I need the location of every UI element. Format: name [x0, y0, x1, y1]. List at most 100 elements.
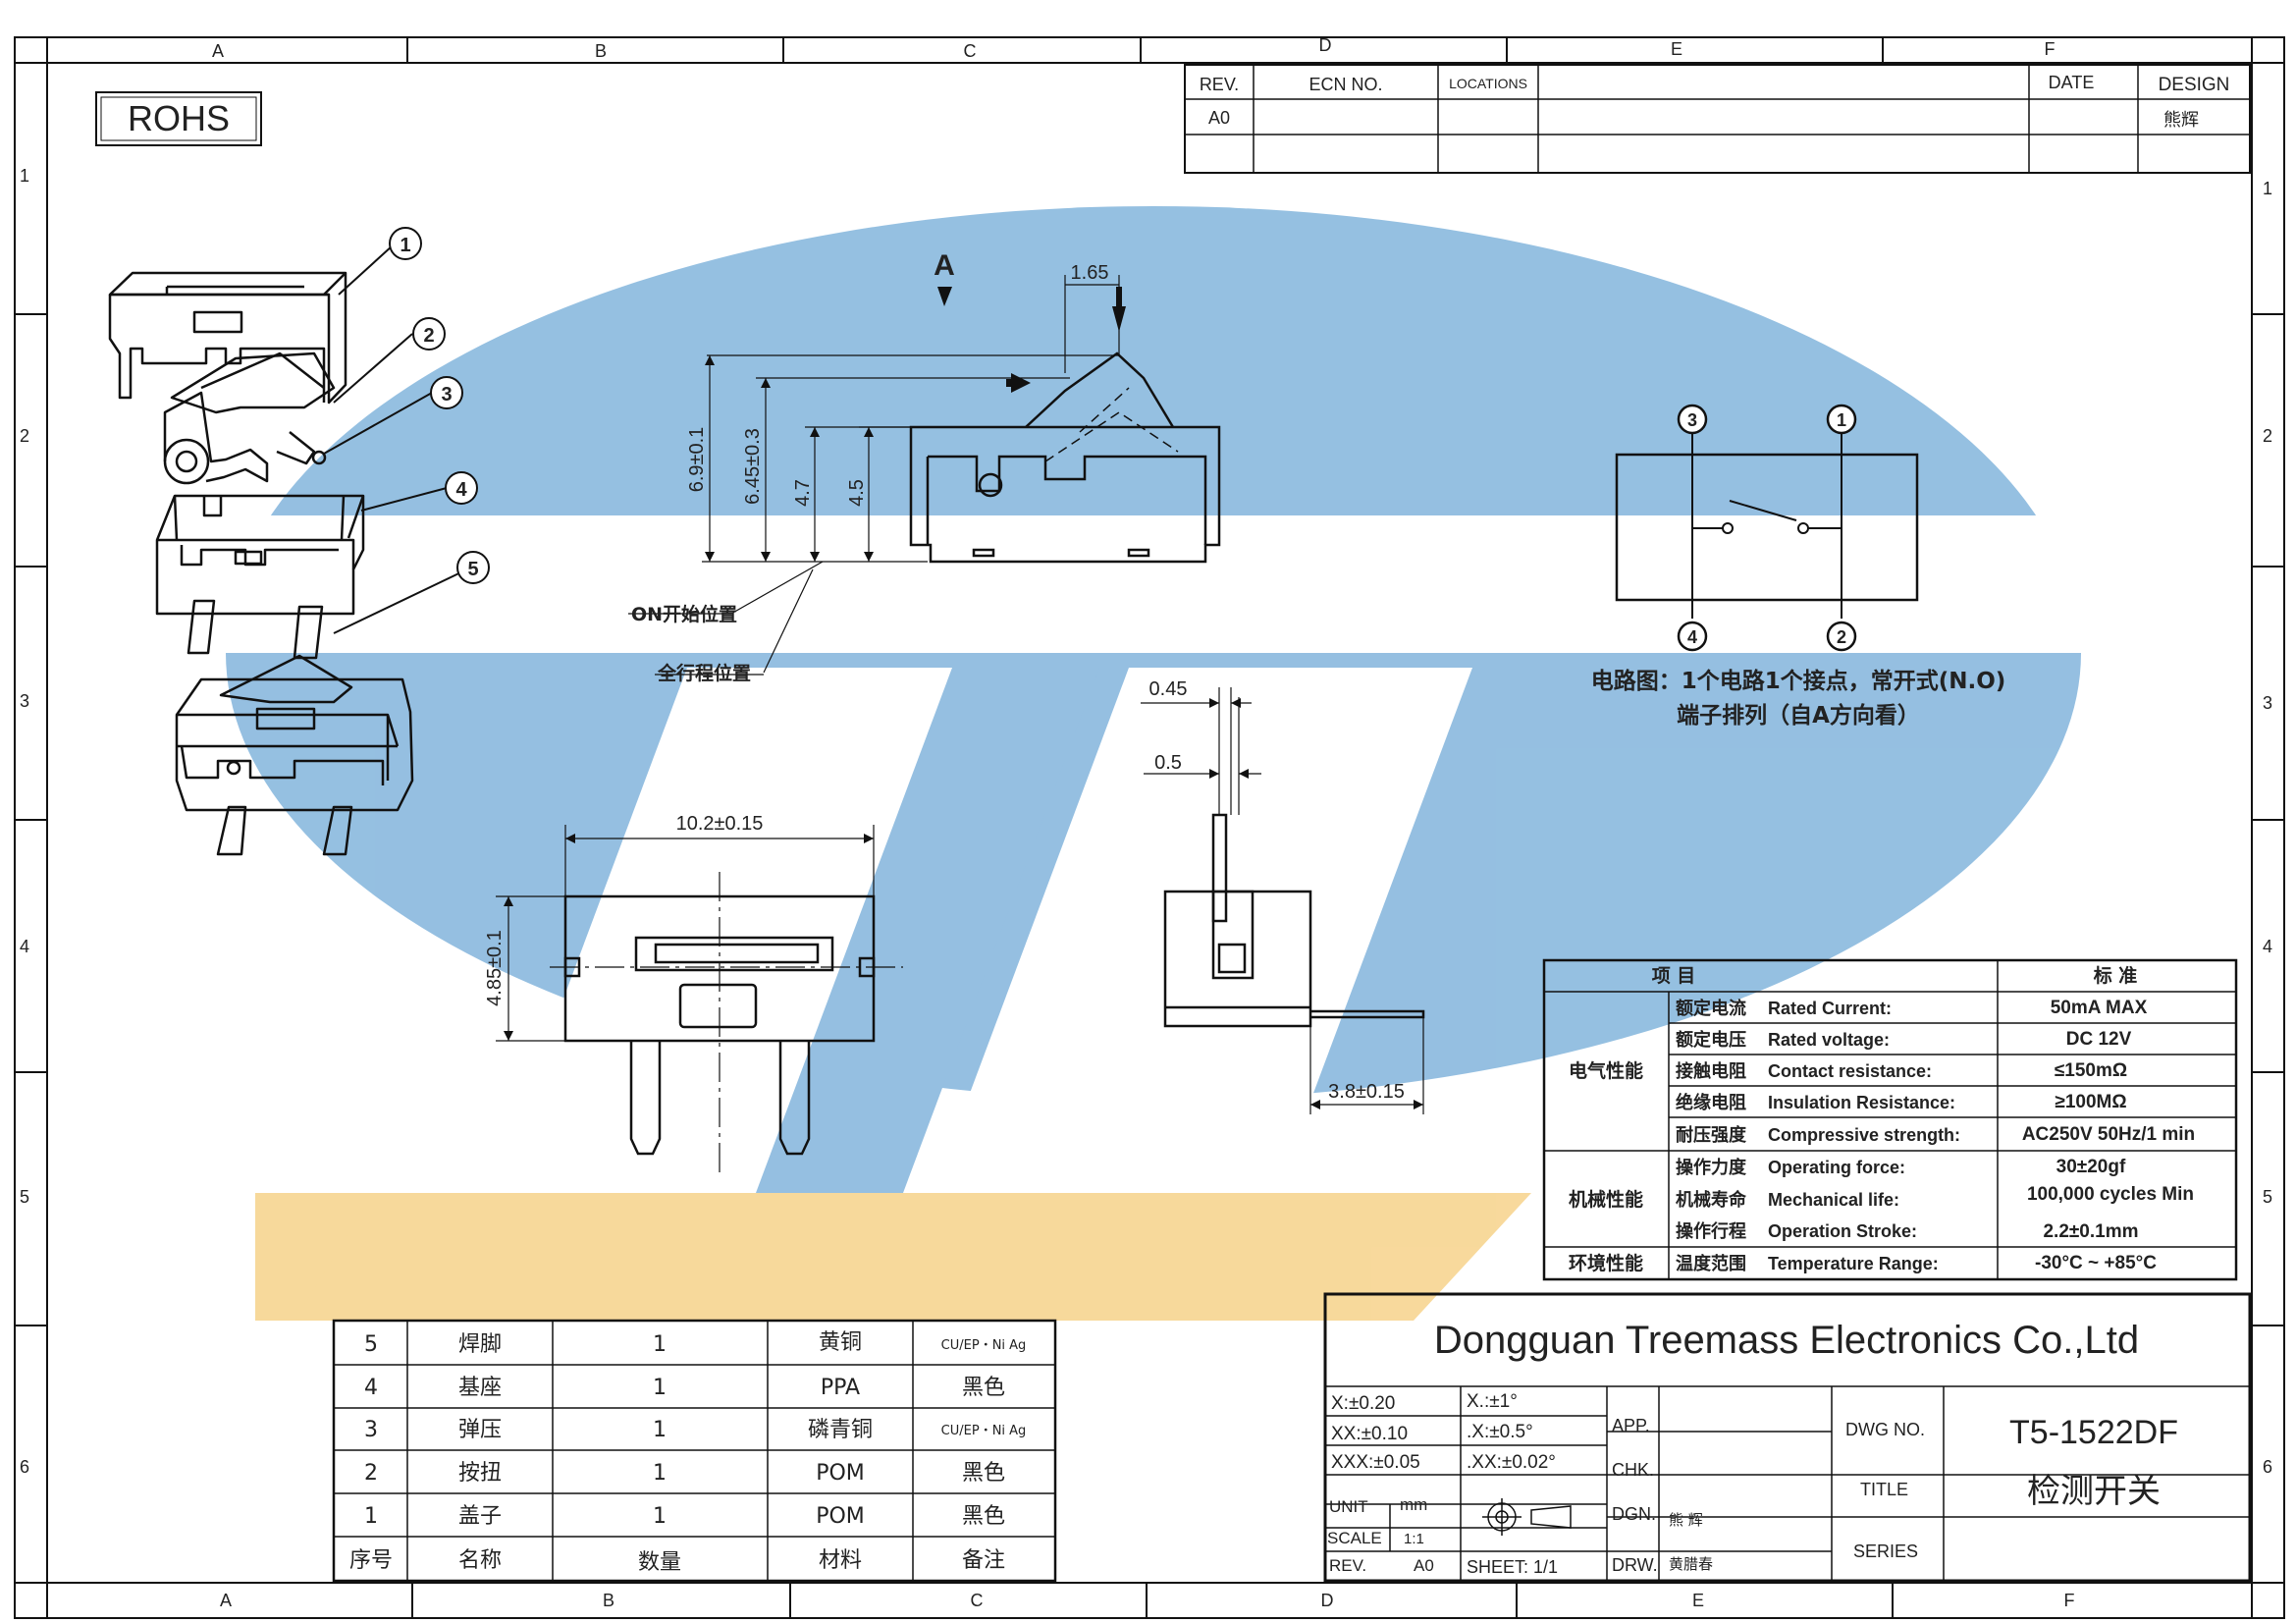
- bom-header: 序号: [349, 1548, 393, 1573]
- bom-header: 数量: [638, 1550, 681, 1575]
- zone-row-1: 1: [20, 166, 29, 186]
- spec-cn: 温度范围: [1676, 1253, 1746, 1274]
- tolerance: X.:±1°: [1467, 1391, 1518, 1412]
- zone-col-f: F: [2045, 39, 2056, 59]
- bom-cell: 1: [653, 1418, 667, 1442]
- dim-d3: 3.8±0.15: [1328, 1081, 1405, 1103]
- spec-en: Operating force:: [1768, 1158, 1905, 1177]
- label-on-position: ON开始位置: [631, 603, 737, 625]
- drawing-title: 检测开关: [2027, 1472, 2161, 1511]
- bom-cell: 黄铜: [819, 1330, 862, 1355]
- side-view: A 1.65 6.9±0.1 6.45±0.3 4.7 4.5 ON开始位置 全…: [628, 249, 1221, 684]
- design-value: 熊辉: [2163, 110, 2199, 131]
- bom-cell: 黑色: [962, 1461, 1005, 1486]
- tolerance: .XX:±0.02°: [1467, 1452, 1556, 1473]
- bom-cell: POM: [816, 1504, 865, 1529]
- dim-h2: 6.45±0.3: [742, 428, 764, 505]
- dim-h1: 6.9±0.1: [686, 427, 708, 493]
- bom-cell: 2: [364, 1461, 378, 1486]
- zone-col-e: E: [1671, 39, 1682, 59]
- bom-cell: 1: [653, 1504, 667, 1529]
- spec-en: Insulation Resistance:: [1768, 1093, 1955, 1112]
- zone-row-2: 2: [20, 426, 29, 446]
- spec-header-item: 项 目: [1652, 965, 1696, 987]
- projection-symbol-icon: [1482, 1498, 1572, 1536]
- spec-table: 项 目 标 准 电气性能 机械性能 环境性能 额定电流 额定电压 接触电阻 绝缘…: [1542, 958, 2238, 1281]
- zone-row-1-right: 1: [2263, 179, 2272, 198]
- tolerance: XX:±0.10: [1331, 1424, 1408, 1444]
- spec-en: Rated Current:: [1768, 999, 1892, 1018]
- zone-row-2-right: 2: [2263, 426, 2272, 446]
- bom-cell: 磷青铜: [808, 1418, 873, 1442]
- dim-top: 1.65: [1071, 262, 1109, 284]
- title-block: Dongguan Treemass Electronics Co.,Ltd X:…: [1323, 1292, 2252, 1583]
- unit-value: mm: [1400, 1495, 1427, 1514]
- bom-header: 名称: [458, 1548, 502, 1573]
- bom-cell: 1: [364, 1504, 378, 1529]
- spec-value: 50mA MAX: [2051, 998, 2148, 1018]
- dim-height: 4.85±0.1: [484, 930, 506, 1006]
- rev-label: REV.: [1329, 1556, 1366, 1575]
- bom-cell: 1: [653, 1332, 667, 1357]
- zone-row-5: 5: [20, 1187, 29, 1207]
- bom-cell: CU/EP・Ni Ag: [941, 1424, 1027, 1438]
- spec-header-standard: 标 准: [2094, 965, 2138, 987]
- terminal-4: 4: [1687, 627, 1697, 647]
- tolerance: .X:±0.5°: [1467, 1422, 1533, 1442]
- bom-cell: 4: [364, 1376, 378, 1400]
- bom-table: 5 焊脚 1 黄铜 CU/EP・Ni Ag 4 基座 1 PPA 黑色 3 弹压…: [332, 1319, 1057, 1583]
- zone-col-c: C: [964, 41, 977, 61]
- bom-cell: POM: [816, 1461, 865, 1486]
- zone-col-c-bottom: C: [971, 1591, 984, 1610]
- dim-h4: 4.5: [846, 479, 868, 507]
- terminal-1: 1: [1837, 410, 1846, 430]
- spec-value: DC 12V: [2066, 1029, 2132, 1050]
- spec-cn: 额定电压: [1676, 1029, 1746, 1051]
- dwg-label: DWG NO.: [1845, 1420, 1925, 1439]
- rev-header: REV.: [1200, 75, 1239, 94]
- exploded-view: [108, 271, 414, 856]
- bom-cell: PPA: [821, 1376, 860, 1400]
- ecn-header: ECN NO.: [1308, 75, 1382, 94]
- spec-value: ≤150mΩ: [2055, 1060, 2127, 1081]
- bom-cell: 基座: [458, 1376, 502, 1400]
- balloon-3: 3: [441, 384, 452, 406]
- zone-col-b-bottom: B: [603, 1591, 614, 1610]
- bom-cell: 5: [364, 1332, 378, 1357]
- spec-group-environment: 环境性能: [1569, 1252, 1643, 1274]
- balloon-5: 5: [467, 559, 478, 580]
- spec-value: AC250V 50Hz/1 min: [2022, 1124, 2195, 1145]
- balloon-2: 2: [423, 325, 434, 347]
- spec-value: ≥100MΩ: [2055, 1092, 2126, 1112]
- zone-col-a-bottom: A: [220, 1591, 232, 1610]
- rohs-box: ROHS: [95, 91, 262, 146]
- spec-cn: 机械寿命: [1676, 1189, 1747, 1211]
- spec-group-mechanical: 机械性能: [1569, 1188, 1643, 1211]
- bom-cell: 3: [364, 1418, 378, 1442]
- dim-d2: 0.5: [1154, 752, 1182, 774]
- bom-cell: 1: [653, 1376, 667, 1400]
- zone-row-5-right: 5: [2263, 1187, 2272, 1207]
- spec-cn: 额定电流: [1676, 998, 1746, 1019]
- locations-header: LOCATIONS: [1449, 76, 1527, 91]
- unit-label: UNIT: [1329, 1497, 1368, 1516]
- zone-row-3: 3: [20, 691, 29, 711]
- zone-row-4-right: 4: [2263, 937, 2272, 956]
- drafter-name: 黄腊春: [1669, 1555, 1713, 1573]
- dgn-label: DGN.: [1612, 1504, 1656, 1524]
- rev-value-tb: A0: [1414, 1556, 1434, 1575]
- spec-en: Mechanical life:: [1768, 1190, 1899, 1210]
- scale-label: SCALE: [1327, 1529, 1382, 1547]
- bom-cell: 1: [653, 1461, 667, 1486]
- dim-h3: 4.7: [792, 479, 814, 507]
- dim-d1: 0.45: [1149, 678, 1188, 700]
- spec-en: Rated voltage:: [1768, 1030, 1890, 1050]
- zone-row-6: 6: [20, 1457, 29, 1477]
- watermark-logo: [226, 206, 2091, 1321]
- end-view: 0.45 0.5 3.8±0.15: [1141, 678, 1425, 1114]
- scale-value: 1:1: [1404, 1531, 1424, 1547]
- designer-name: 熊 辉: [1669, 1511, 1703, 1529]
- bom-cell: 黑色: [962, 1504, 1005, 1529]
- spec-value: 100,000 cycles Min: [2027, 1184, 2194, 1205]
